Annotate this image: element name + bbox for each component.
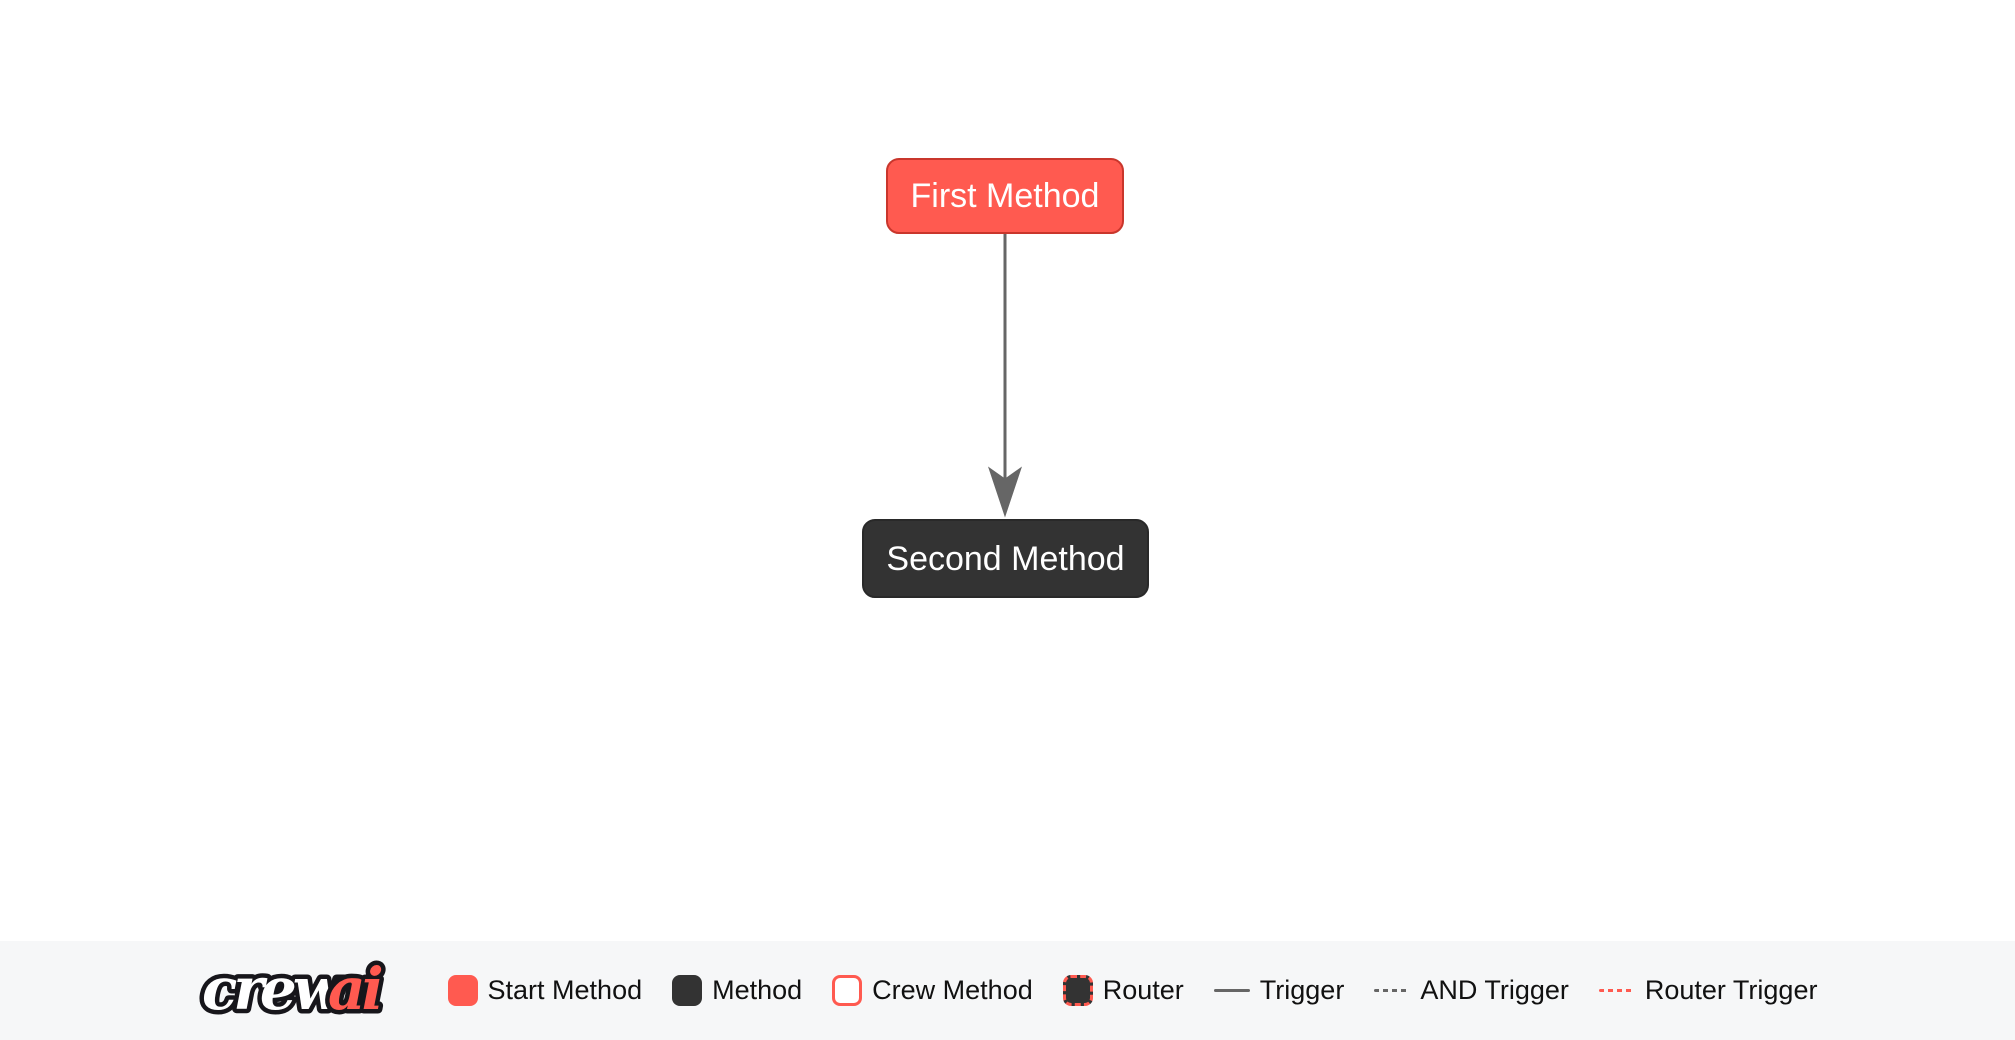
legend-item-router: Router [1062,975,1184,1006]
legend-item-trigger: Trigger [1213,975,1345,1006]
legend-item-crew-method: Crew Method [832,975,1033,1006]
legend-item-router-trigger-label: Router Trigger [1644,975,1818,1005]
legend-item-start-method: Start Method [447,975,643,1006]
router-trigger-dashed-line-swatch [1598,989,1635,992]
method-swatch [672,975,703,1006]
legend-item-and-trigger: AND Trigger [1374,975,1569,1006]
node-second-method[interactable]: Second Method [862,519,1149,598]
legend-item-method-label: Method [712,975,803,1005]
start-method-swatch [447,975,478,1006]
legend-bar: crew ai Start Method Method Crew Method … [0,941,2015,1040]
trigger-edge [988,234,1022,518]
trigger-line-swatch [1213,989,1250,992]
legend-item-trigger-label: Trigger [1259,975,1345,1005]
legend-item-router-label: Router [1102,975,1184,1005]
crewai-logo-crew-text: crew [202,955,345,1023]
node-first-method-label: First Method [910,177,1100,215]
legend-item-router-trigger: Router Trigger [1598,975,1818,1006]
node-second-method-label: Second Method [886,539,1125,578]
crewai-logo: crew ai [197,950,410,1027]
legend-item-start-method-label: Start Method [487,975,643,1005]
trigger-edge-arrowhead [988,466,1022,518]
legend-item-and-trigger-label: AND Trigger [1420,975,1569,1005]
crew-method-swatch [832,975,863,1006]
flow-canvas[interactable]: First Method Second Method [0,0,2015,941]
legend-item-crew-method-label: Crew Method [872,975,1033,1005]
router-swatch [1062,975,1093,1006]
node-first-method[interactable]: First Method [886,158,1124,234]
crewai-logo-ai-text: ai [328,955,382,1023]
legend-item-method: Method [672,975,802,1006]
and-trigger-dashed-line-swatch [1374,989,1411,992]
